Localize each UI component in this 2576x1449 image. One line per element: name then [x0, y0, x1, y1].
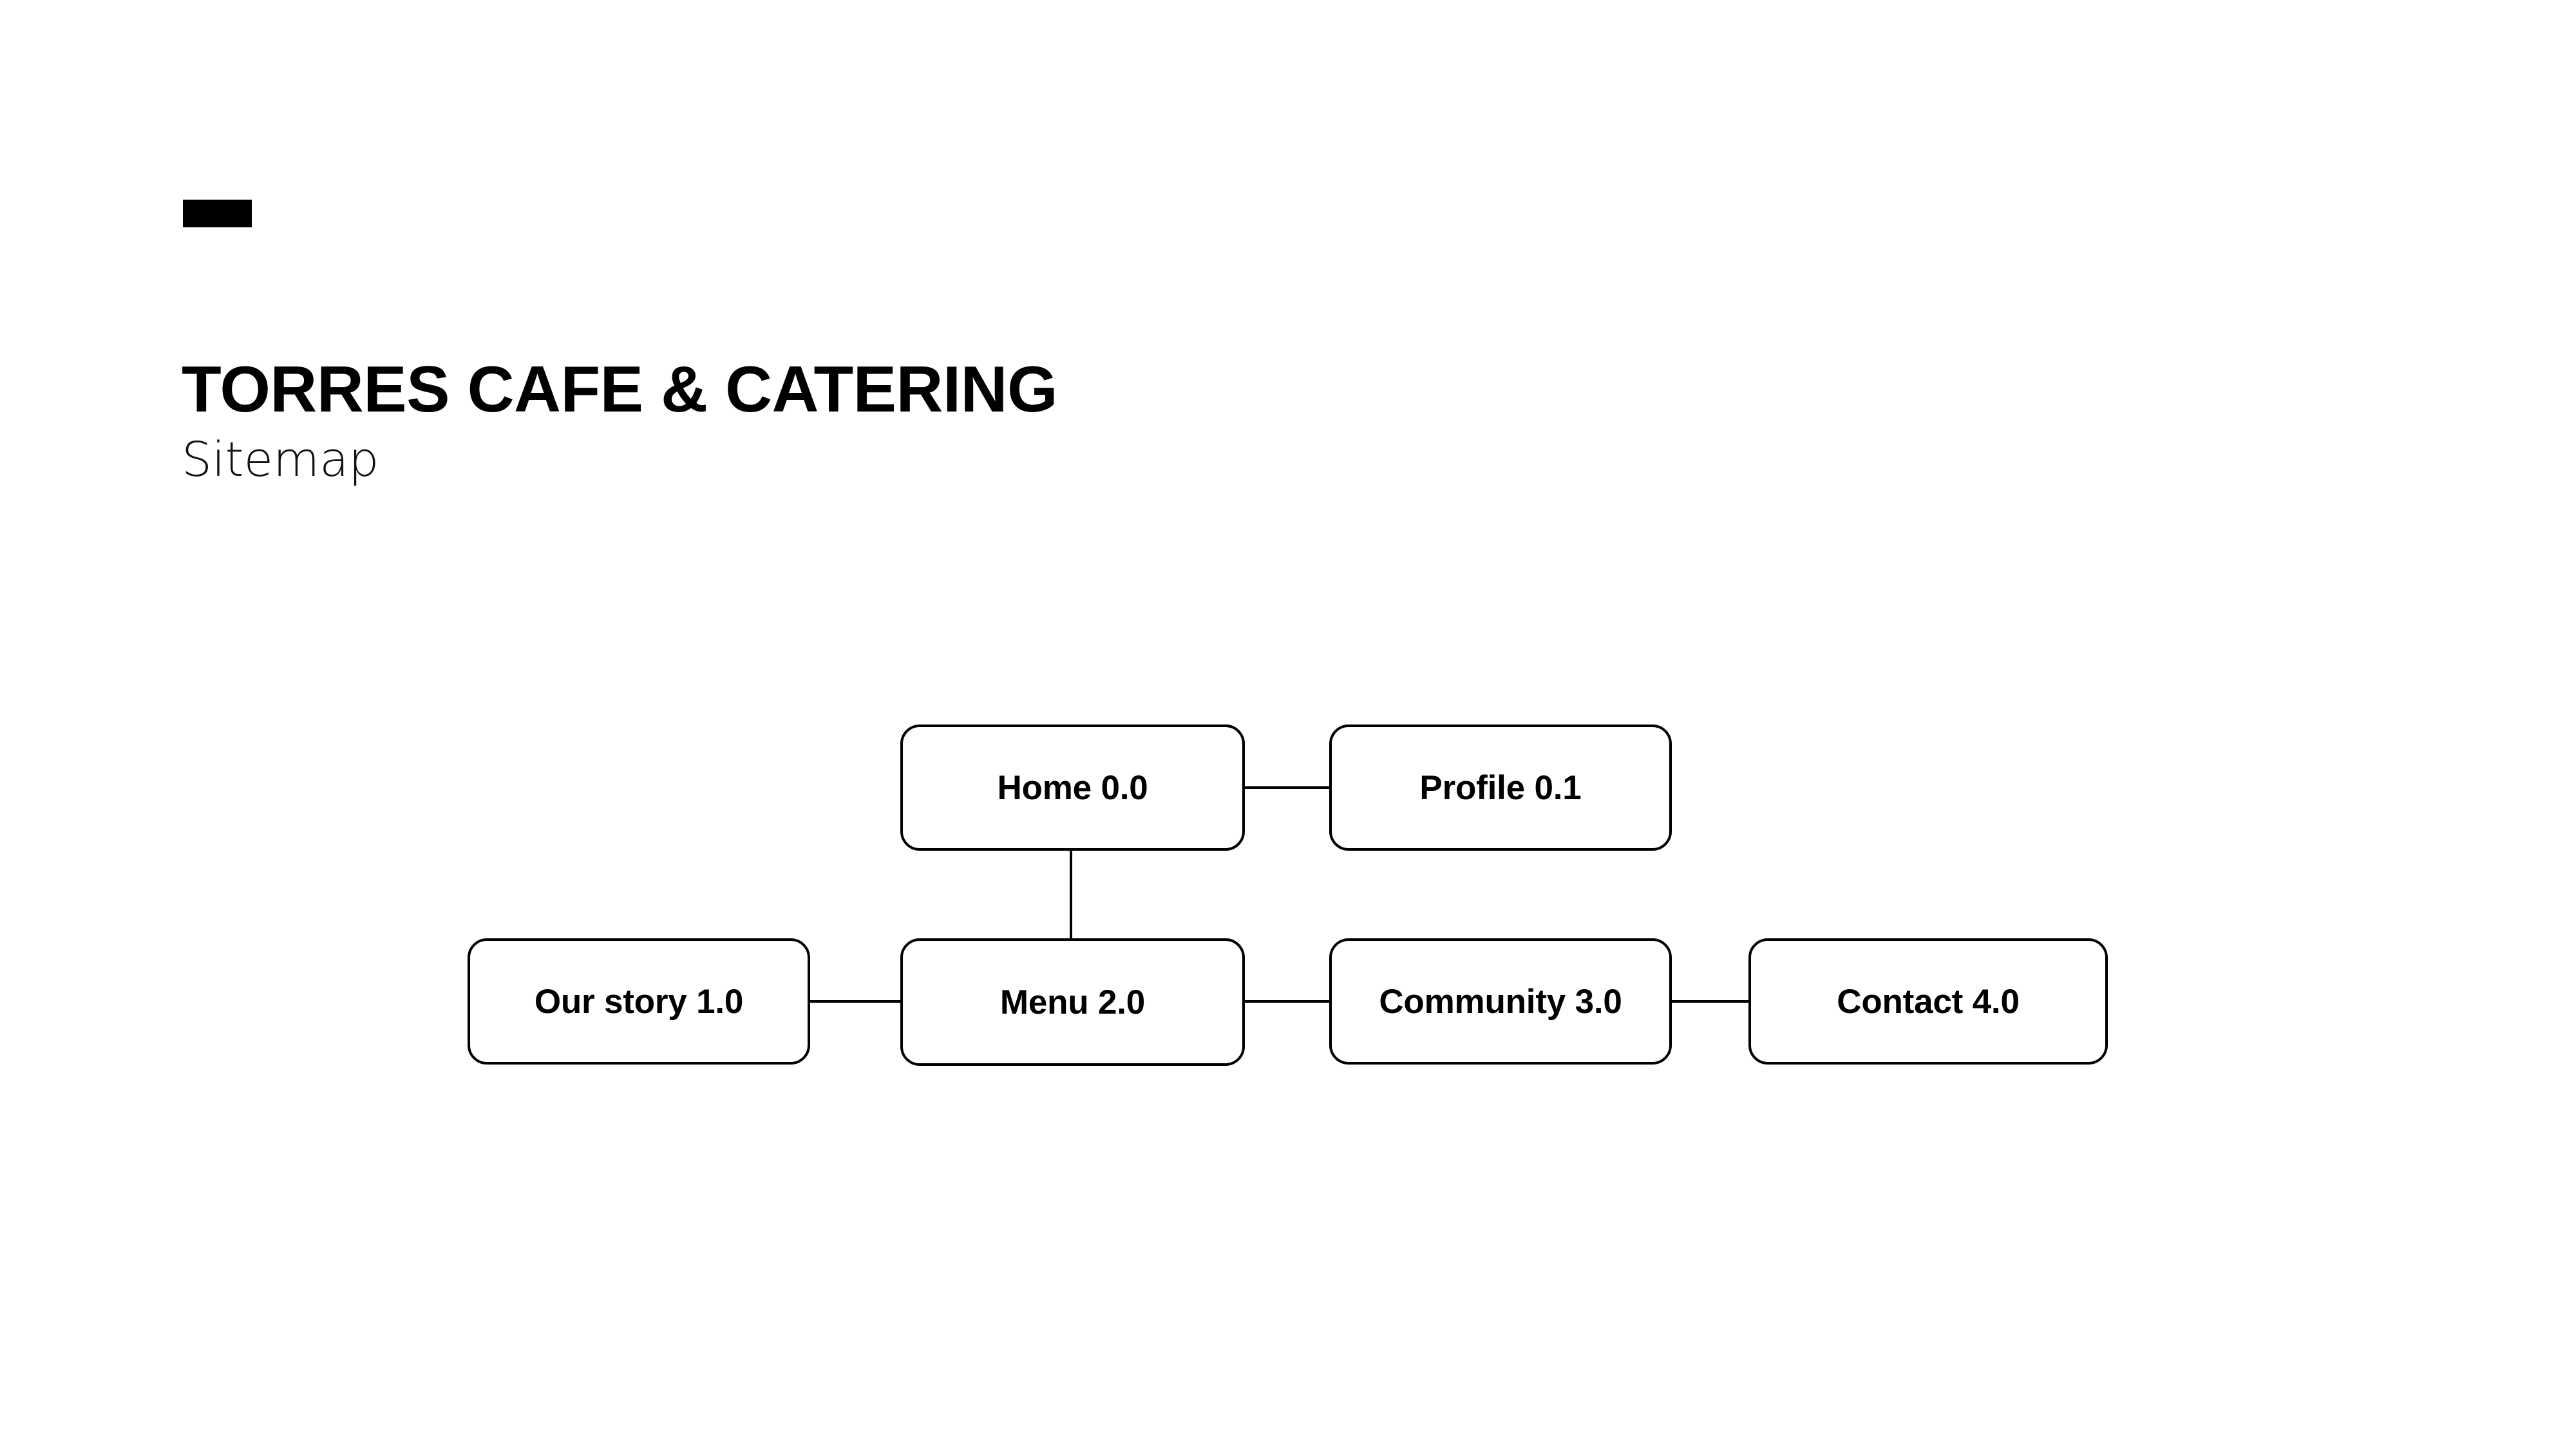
sitemap-node-contact-label: Contact 4.0	[1837, 982, 2020, 1021]
sitemap-node-profile-label: Profile 0.1	[1419, 768, 1582, 807]
solid-bar-marker-icon	[183, 200, 252, 227]
sitemap-node-home-label: Home 0.0	[997, 768, 1148, 807]
sitemap-node-our-story-label: Our story 1.0	[534, 982, 744, 1021]
connector-menu-to-community	[1244, 1000, 1331, 1003]
sitemap-node-menu[interactable]: Menu 2.0	[900, 938, 1245, 1066]
sitemap-node-menu-label: Menu 2.0	[999, 983, 1146, 1021]
connector-ourstory-to-menu	[809, 1000, 902, 1003]
connector-home-to-menu	[1070, 849, 1072, 940]
sitemap-node-home[interactable]: Home 0.0	[900, 724, 1245, 851]
sitemap-node-our-story[interactable]: Our story 1.0	[468, 938, 810, 1065]
page-subtitle: Sitemap	[182, 432, 379, 488]
sitemap-node-community-label: Community 3.0	[1379, 982, 1622, 1021]
page-title: TORRES CAFE & CATERING	[182, 354, 1058, 426]
sitemap-node-contact[interactable]: Contact 4.0	[1748, 938, 2108, 1065]
sitemap-node-community[interactable]: Community 3.0	[1329, 938, 1672, 1065]
connector-community-to-contact	[1671, 1000, 1750, 1003]
connector-home-to-profile	[1244, 786, 1331, 789]
sitemap-node-profile[interactable]: Profile 0.1	[1329, 724, 1672, 851]
